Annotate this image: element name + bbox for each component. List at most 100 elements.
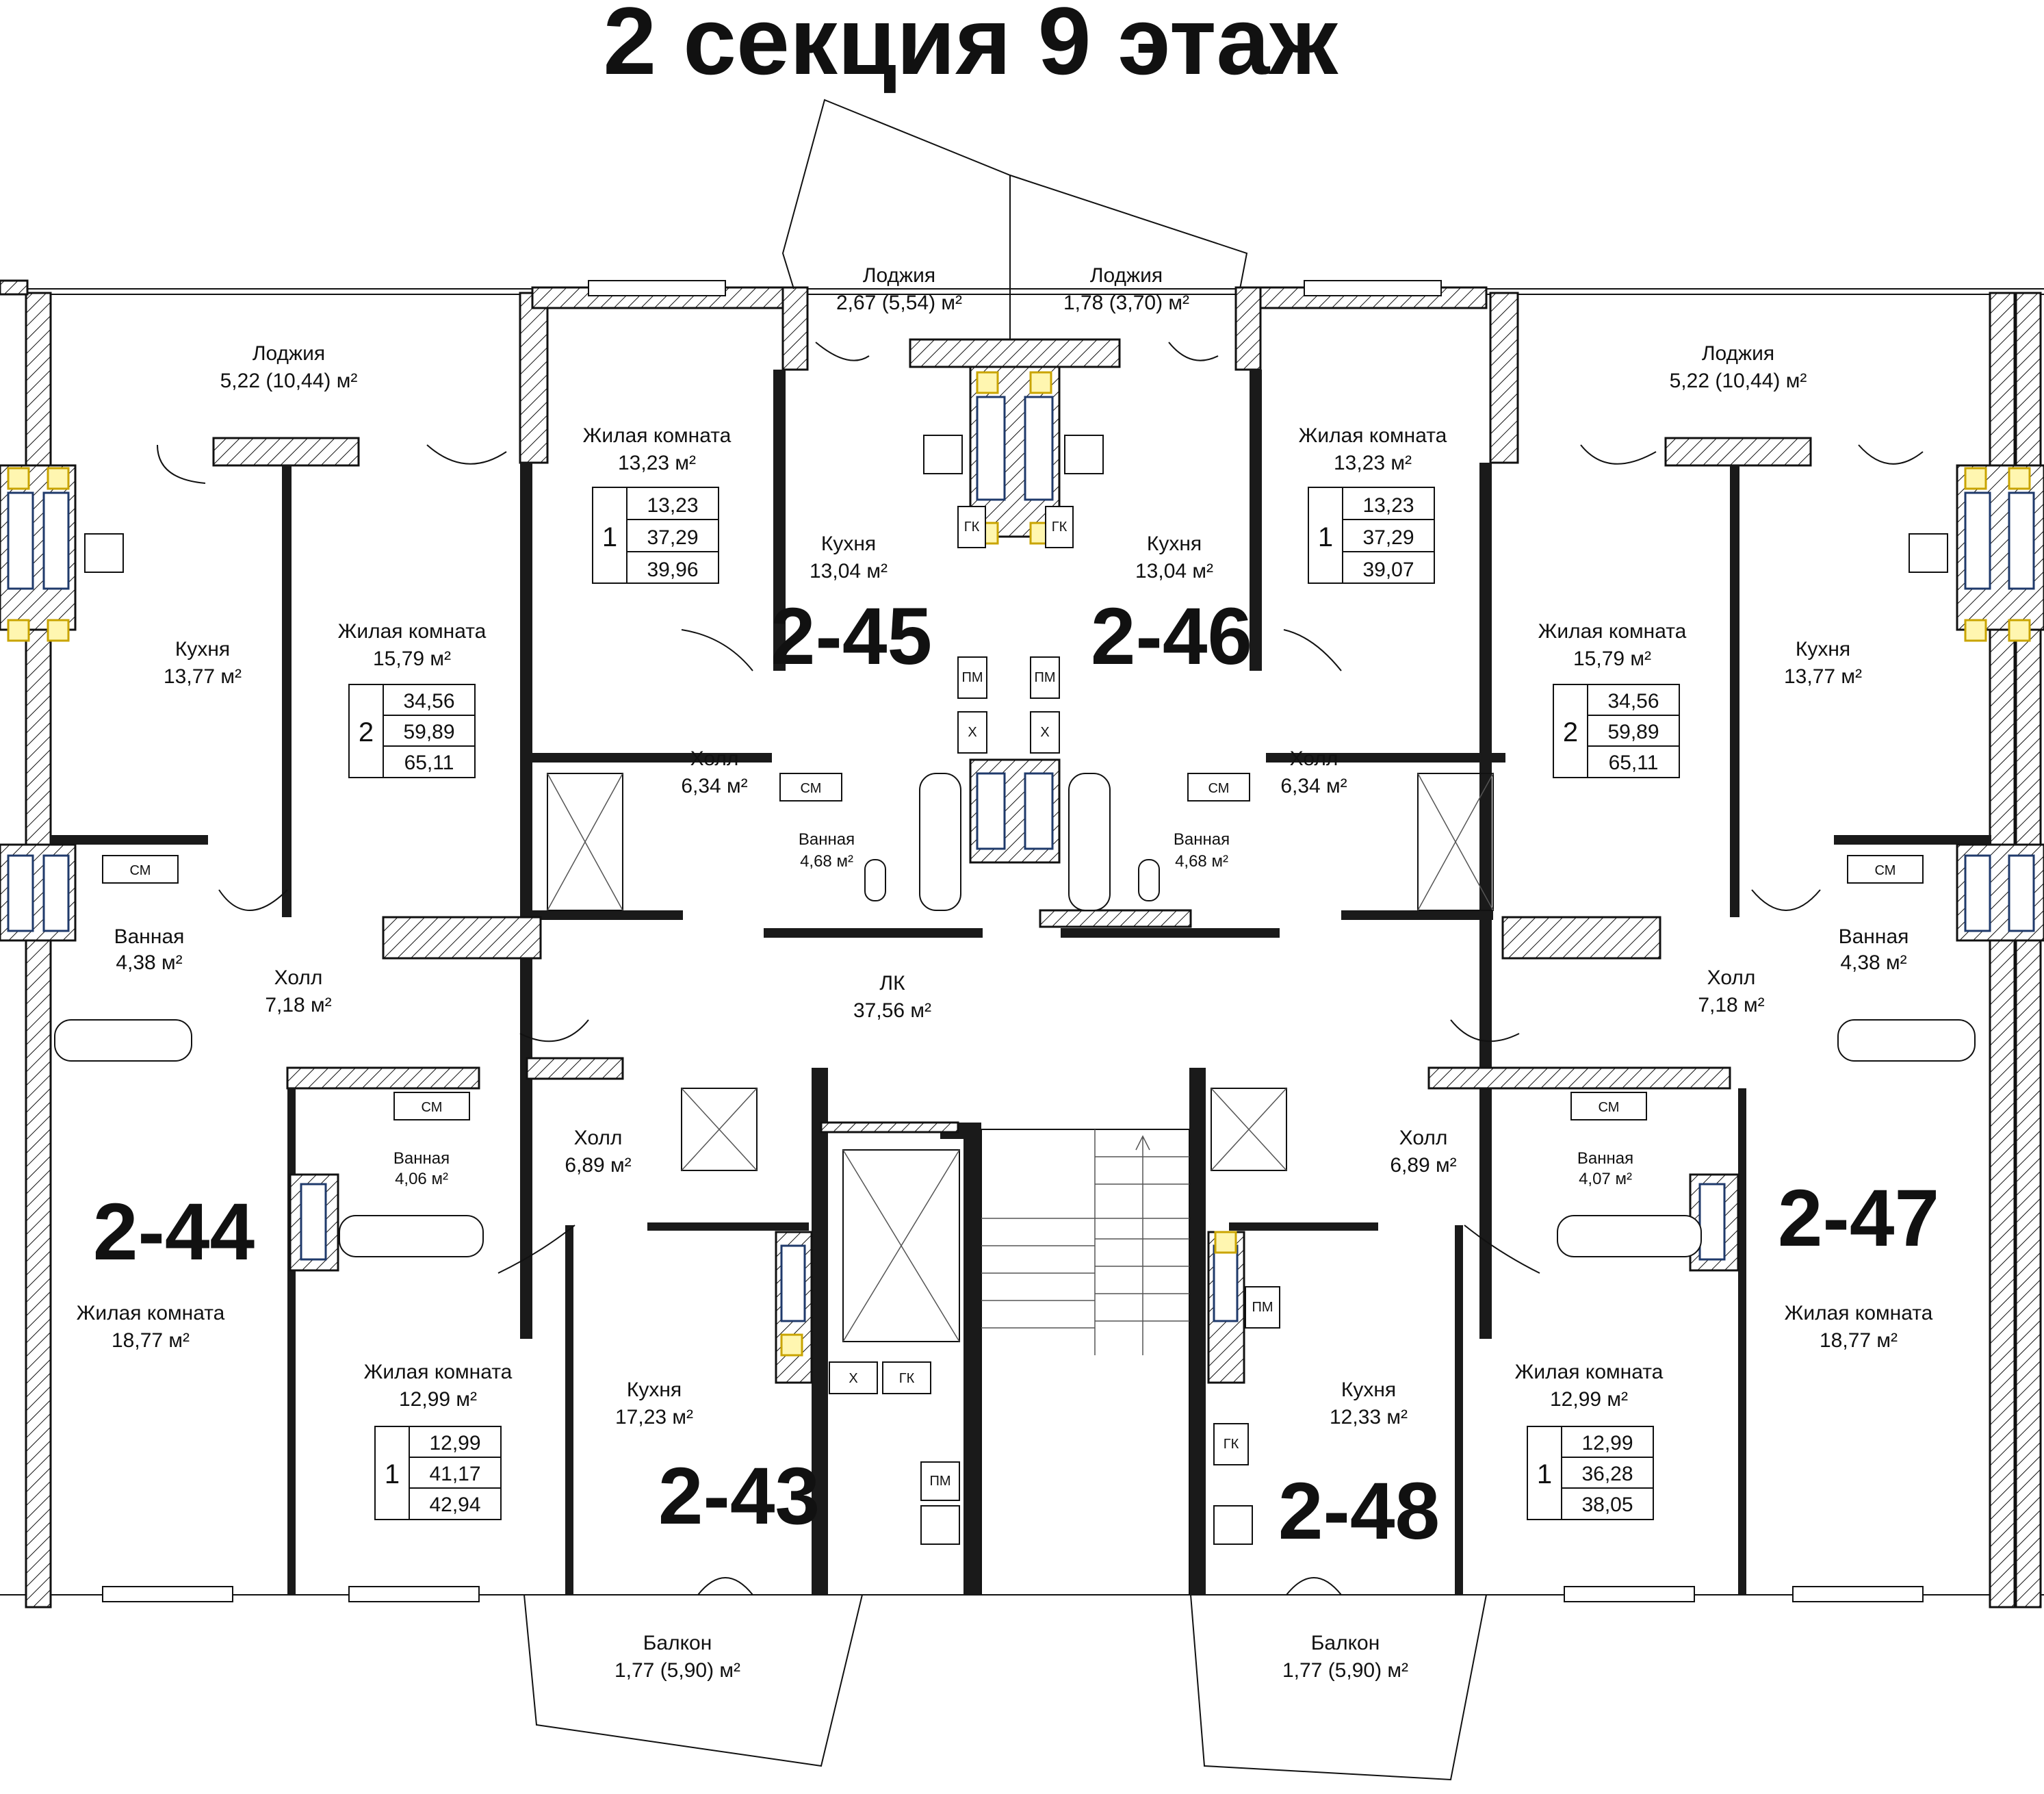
ventilation-shafts: [0, 366, 2044, 1384]
svg-text:12,99: 12,99: [429, 1432, 480, 1455]
svg-text:1: 1: [1318, 522, 1333, 552]
area-box-2-45: 1 13,23 37,29 39,96: [592, 487, 719, 584]
doors: [157, 342, 1924, 1596]
svg-text:2: 2: [1563, 717, 1578, 747]
room-area: 7,18 м²: [1698, 994, 1764, 1016]
room-area: 5,22 (10,44) м²: [1670, 370, 1807, 392]
fridge-label: Х: [1040, 725, 1049, 740]
room-name: Ванная: [1577, 1149, 1633, 1168]
room-area: 4,06 м²: [395, 1170, 448, 1188]
apartment-number-2-44: 2-44: [93, 1187, 255, 1277]
area-box-2-48: 1 12,99 36,28 38,05: [1527, 1426, 1654, 1520]
room-name: Холл: [1399, 1127, 1448, 1149]
elevator: [842, 1149, 960, 1342]
area-box-right-two-room: 2 34,56 59,89 65,11: [1553, 684, 1680, 778]
room-name: Ванная: [799, 830, 855, 849]
svg-text:13,23: 13,23: [647, 494, 698, 517]
room-area: 7,18 м²: [265, 994, 331, 1016]
room-labels: Лоджия 5,22 (10,44) м² Лоджия 2,67 (5,54…: [77, 264, 1933, 1682]
room-area: 12,99 м²: [1550, 1388, 1628, 1411]
room-name: Холл: [1707, 966, 1756, 989]
room-name: Лоджия: [863, 264, 935, 287]
area-box-2-46: 1 13,23 37,29 39,07: [1308, 487, 1435, 584]
room-area: 18,77 м²: [1820, 1329, 1898, 1352]
room-name: Жилая комната: [338, 620, 487, 643]
svg-text:42,94: 42,94: [429, 1494, 480, 1516]
room-name: Холл: [690, 747, 739, 770]
room-area: 6,89 м²: [1390, 1154, 1456, 1177]
room-area: 1,77 (5,90) м²: [615, 1659, 740, 1682]
fridge-label: Х: [968, 725, 976, 740]
room-area: 6,34 м²: [1280, 775, 1347, 797]
room-name: Ванная: [114, 925, 185, 948]
room-area: 4,68 м²: [1175, 852, 1228, 871]
room-area: 4,38 м²: [116, 951, 182, 974]
dishwasher-label: ПМ: [929, 1474, 950, 1489]
washer-label: СМ: [1599, 1100, 1620, 1115]
room-area: 12,33 м²: [1330, 1406, 1408, 1428]
washer-label: СМ: [422, 1100, 443, 1115]
cabinet-label: ГК: [1052, 520, 1068, 535]
room-name: Кухня: [1147, 533, 1202, 555]
room-area: 13,04 м²: [1135, 560, 1213, 582]
room-area: 17,23 м²: [615, 1406, 693, 1428]
room-name: Жилая комната: [583, 424, 732, 447]
dishwasher-label: ПМ: [961, 670, 983, 685]
cabinet-label: ГК: [899, 1371, 915, 1386]
room-name: Лоджия: [1090, 264, 1163, 287]
room-name: Жилая комната: [1785, 1302, 1933, 1324]
room-area: 1,78 (3,70) м²: [1063, 292, 1189, 314]
svg-text:41,17: 41,17: [429, 1463, 480, 1485]
fridge-label: Х: [849, 1371, 857, 1386]
room-name: Ванная: [1839, 925, 1909, 948]
svg-text:38,05: 38,05: [1581, 1494, 1633, 1516]
area-box-2-43: 1 12,99 41,17 42,94: [374, 1426, 502, 1520]
room-name: Ванная: [393, 1149, 450, 1168]
room-area: 4,68 м²: [800, 852, 853, 871]
room-area: 6,34 м²: [681, 775, 747, 797]
room-area: 1,77 (5,90) м²: [1282, 1659, 1408, 1682]
svg-text:36,28: 36,28: [1581, 1463, 1633, 1485]
svg-text:34,56: 34,56: [1607, 690, 1659, 713]
room-name: Жилая комната: [77, 1302, 225, 1324]
washer-label: СМ: [1875, 863, 1896, 878]
room-name: Балкон: [643, 1632, 712, 1654]
room-area: 18,77 м²: [112, 1329, 190, 1352]
svg-text:2: 2: [359, 717, 374, 747]
svg-text:1: 1: [385, 1459, 400, 1489]
svg-text:59,89: 59,89: [403, 721, 454, 743]
svg-text:39,07: 39,07: [1362, 559, 1414, 581]
room-name: Кухня: [1341, 1379, 1396, 1401]
apartment-number-2-43: 2-43: [658, 1451, 820, 1541]
svg-text:1: 1: [602, 522, 617, 552]
dishwasher-label: ПМ: [1034, 670, 1055, 685]
washer-label: СМ: [801, 781, 822, 796]
area-box-left-two-room: 2 34,56 59,89 65,11: [348, 684, 476, 778]
room-area: 37,56 м²: [853, 999, 931, 1022]
room-area: 13,77 м²: [1784, 665, 1862, 688]
room-name: Кухня: [821, 533, 876, 555]
room-name: Ванная: [1174, 830, 1230, 849]
room-area: 13,23 м²: [618, 452, 696, 474]
wall-central-top: [909, 338, 1121, 368]
room-area: 6,89 м²: [565, 1154, 631, 1177]
svg-text:12,99: 12,99: [1581, 1432, 1633, 1455]
room-name: Жилая комната: [1538, 620, 1687, 643]
svg-text:65,11: 65,11: [404, 752, 454, 774]
fixtures: СМ СМ СМ СМ СМ СМ ПМ Х ПМ Х Х: [54, 435, 1976, 1545]
room-name: Холл: [274, 966, 323, 989]
room-name: Жилая комната: [1299, 424, 1447, 447]
cabinet-label: ГК: [964, 520, 980, 535]
room-name: Жилая комната: [1515, 1361, 1664, 1383]
apartment-number-2-45: 2-45: [771, 591, 932, 682]
room-area: 13,23 м²: [1334, 452, 1412, 474]
room-name: Лоджия: [253, 342, 325, 365]
room-area: 15,79 м²: [373, 648, 451, 670]
room-area: 13,04 м²: [810, 560, 888, 582]
svg-text:37,29: 37,29: [1362, 526, 1414, 549]
room-area: 5,22 (10,44) м²: [220, 370, 358, 392]
stair-core: [981, 1129, 1190, 1596]
room-area: 2,67 (5,54) м²: [836, 292, 962, 314]
room-name: Кухня: [627, 1379, 682, 1401]
